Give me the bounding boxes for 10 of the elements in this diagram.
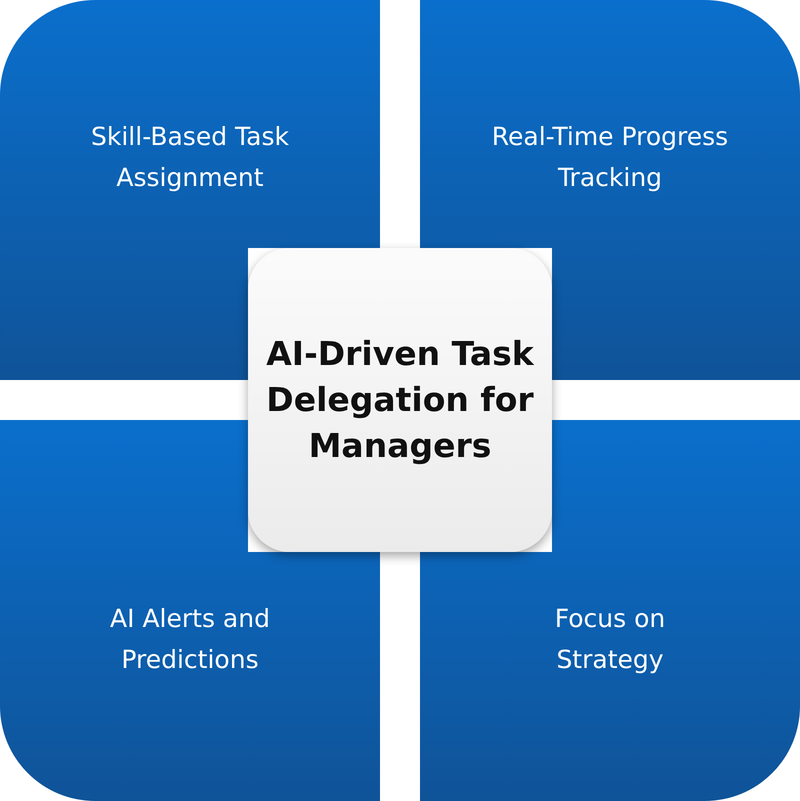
quadrant-label: Focus on Strategy: [554, 603, 666, 676]
quadrant-panel: [0, 552, 380, 801]
title-text: AI-Driven Task Delegation for Managers: [265, 333, 536, 467]
center-card: [248, 248, 552, 552]
quadrant-panel: [420, 0, 800, 248]
quadrant-panel: [420, 552, 800, 801]
quadrant-label: AI Alerts and Predictions: [109, 603, 271, 676]
quadrant-label: Skill-Based Task Assignment: [90, 121, 290, 194]
quadrant-panel: [0, 0, 380, 248]
quadrant-label: Real-Time Progress Tracking: [490, 121, 730, 194]
